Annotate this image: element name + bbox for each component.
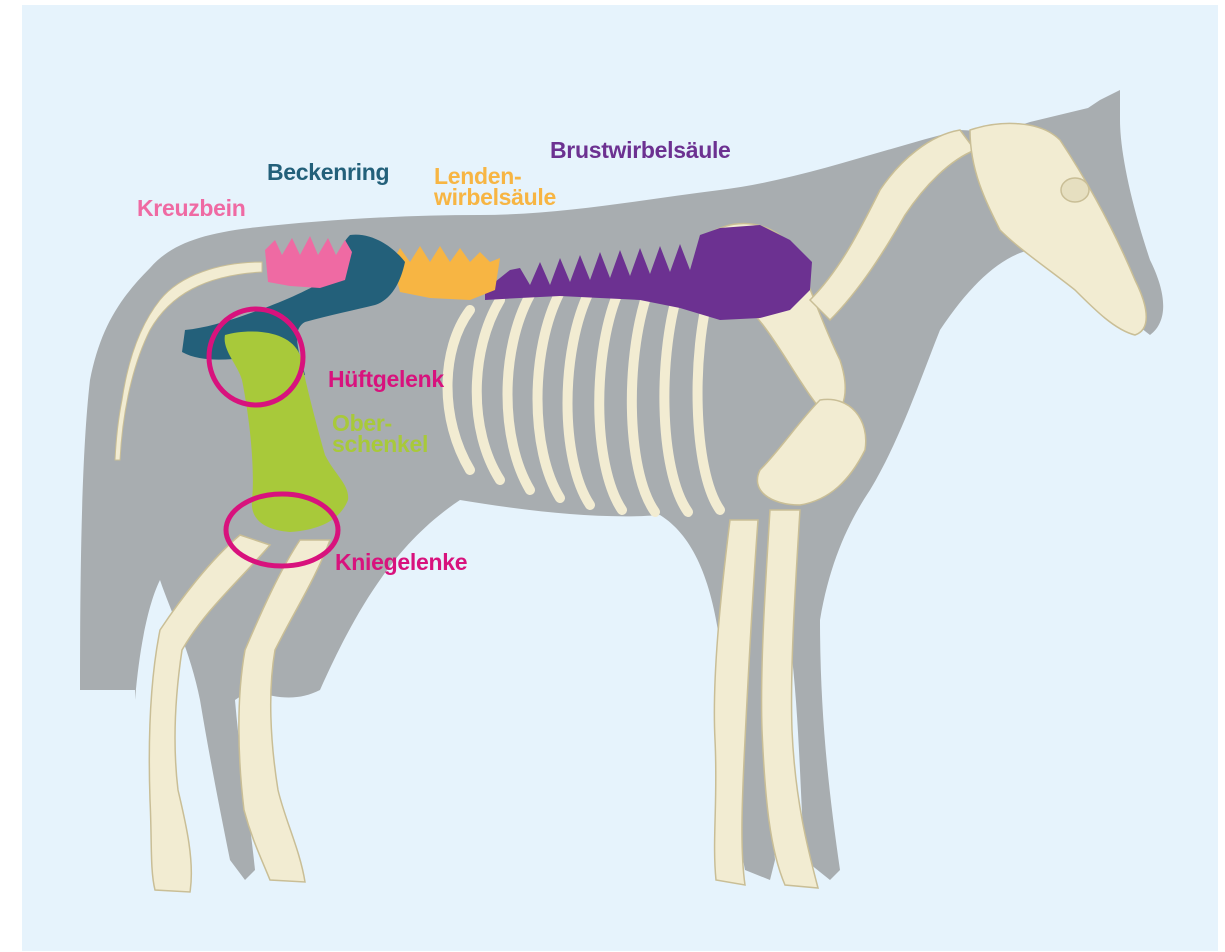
label-lendenwirbelsaeule-line2: wirbelsäule [434, 187, 556, 208]
label-beckenring: Beckenring [267, 162, 389, 183]
label-kreuzbein: Kreuzbein [137, 198, 245, 219]
label-oberschenkel: Ober- schenkel [332, 413, 428, 455]
label-hueftgelenk: Hüftgelenk [328, 369, 444, 390]
label-brustwirbelsaeule: Brustwirbelsäule [550, 140, 731, 161]
label-lendenwirbelsaeule: Lenden- wirbelsäule [434, 166, 556, 208]
label-oberschenkel-line2: schenkel [332, 434, 428, 455]
label-kniegelenke: Kniegelenke [335, 552, 467, 573]
